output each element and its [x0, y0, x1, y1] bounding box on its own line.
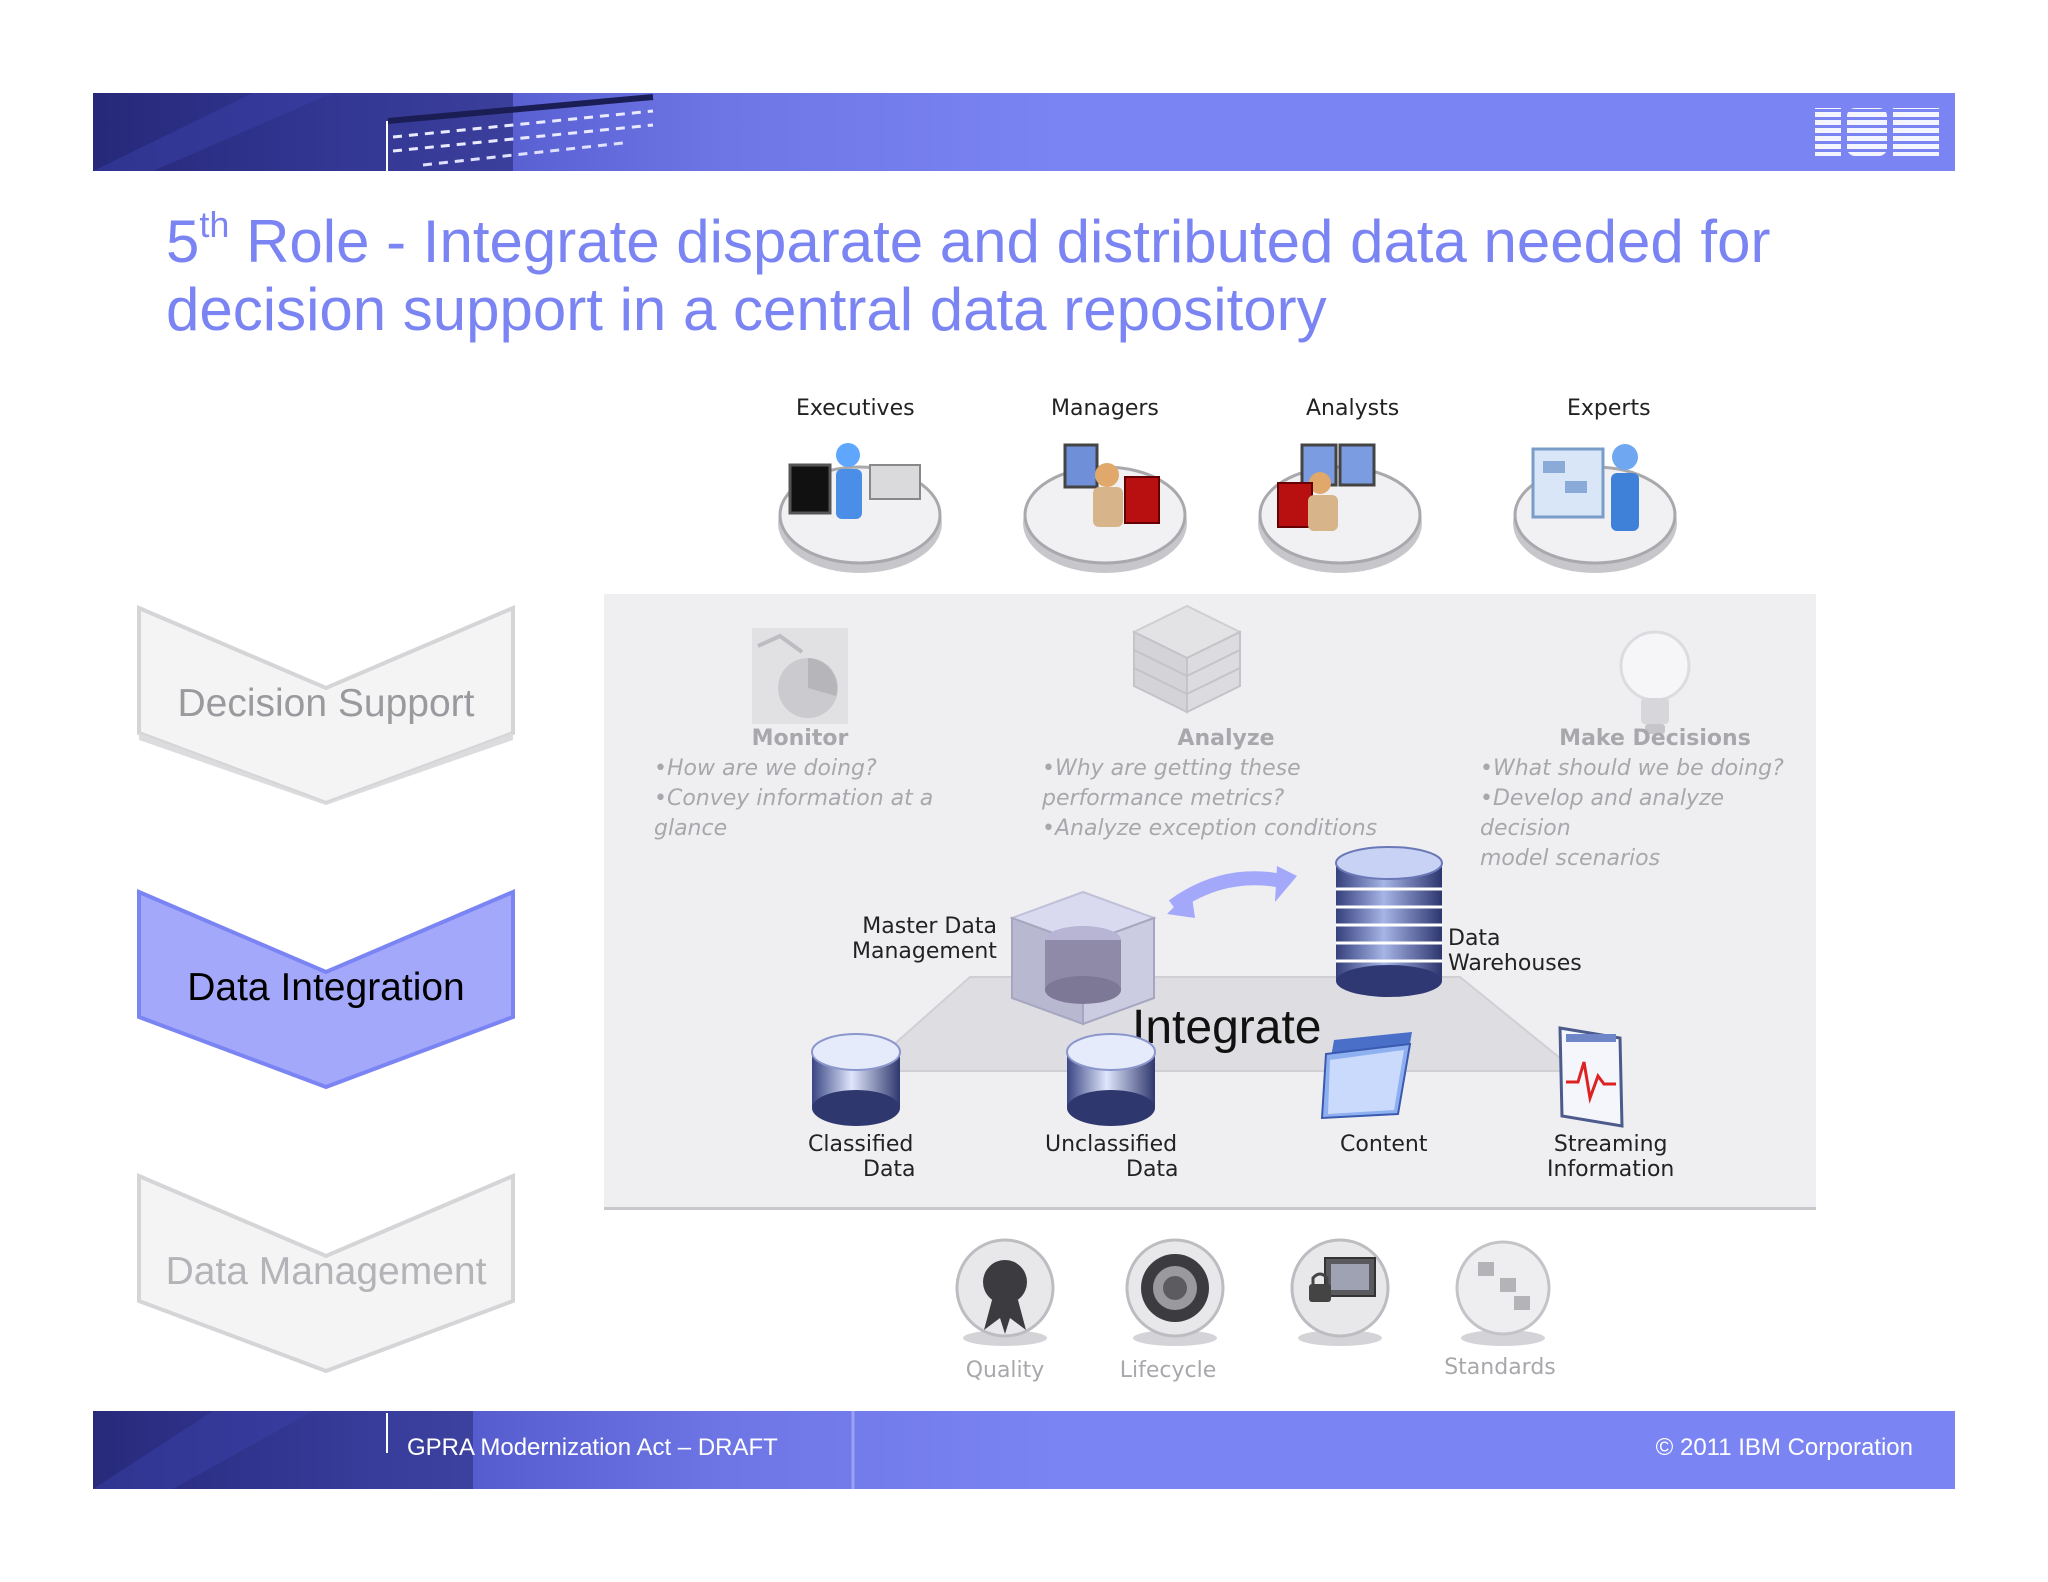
manager-workstation-icon: [1023, 443, 1187, 573]
label-data-warehouses: Data Warehouses: [1448, 926, 1582, 976]
chevron-data-management: [136, 1168, 516, 1374]
label-line: Streaming: [1553, 1132, 1668, 1157]
activity-analyze-title: Analyze: [1177, 726, 1275, 751]
label-line: Data: [1126, 1157, 1179, 1182]
label-content: Content: [1340, 1132, 1428, 1157]
label-quality: Quality: [965, 1358, 1045, 1383]
make-decisions-line: model scenarios: [1480, 846, 1661, 871]
page-title: 5th Role - Integrate disparate and distr…: [166, 207, 1906, 344]
label-analysts: Analysts: [1306, 396, 1400, 421]
activity-monitor-text: •How are we doing? •Convey information a…: [654, 754, 954, 844]
footer-copyright: © 2011 IBM Corporation: [1655, 1434, 1913, 1461]
monitor-line: •How are we doing?: [654, 756, 877, 781]
unclassified-data-icon: [1066, 1033, 1156, 1126]
quality-badge-icon: [955, 1238, 1055, 1346]
header-banner: [93, 93, 1955, 171]
make-decisions-line: •What should we be doing?: [1480, 756, 1784, 781]
analyst-workstation-icon: [1258, 443, 1422, 573]
classified-data-icon: [811, 1033, 901, 1126]
banner-decoration: [93, 93, 654, 171]
security-lock-icon: [1290, 1238, 1390, 1346]
label-managers: Managers: [1051, 396, 1159, 421]
ibm-logo: [1813, 104, 1941, 160]
label-lifecycle: Lifecycle: [1119, 1358, 1217, 1383]
label-executives: Executives: [796, 396, 915, 421]
lifecycle-icon: [1125, 1238, 1225, 1346]
analyze-cube-icon: [1132, 604, 1242, 714]
label-classified-data: Classified Data: [808, 1132, 916, 1182]
data-warehouse-icon: [1335, 846, 1443, 997]
title-ordinal-suffix: th: [199, 204, 230, 245]
label-line: Data: [1448, 926, 1501, 951]
label-streaming-information: Streaming Information: [1547, 1132, 1674, 1182]
label-line: Master Data: [862, 914, 997, 939]
standards-icon: [1455, 1240, 1551, 1346]
label-experts: Experts: [1567, 396, 1651, 421]
curved-arrow-icon: [1167, 866, 1297, 918]
activity-analyze-text: •Why are getting these performance metri…: [1042, 754, 1402, 844]
label-standards: Standards: [1444, 1355, 1556, 1380]
role-decision-support: Decision Support: [177, 682, 475, 725]
label-line: Unclassified: [1045, 1132, 1178, 1157]
activity-make-decisions-text: •What should we be doing? •Develop and a…: [1480, 754, 1810, 874]
analyze-line: performance metrics?: [1042, 786, 1285, 811]
analyze-line: •Analyze exception conditions: [1042, 816, 1378, 841]
make-decisions-line: •Develop and analyze decision: [1480, 786, 1725, 841]
footer-left-text: GPRA Modernization Act – DRAFT: [407, 1434, 778, 1461]
activity-monitor-title: Monitor: [751, 726, 849, 751]
integrate-label: Integrate: [1132, 1001, 1322, 1054]
monitor-line: •Convey information at a: [654, 786, 934, 811]
chevron-decision-support: [136, 600, 516, 806]
expert-presentation-icon: [1513, 444, 1677, 573]
footer-banner: GPRA Modernization Act – DRAFT © 2011 IB…: [93, 1411, 1955, 1489]
analyze-line: •Why are getting these: [1042, 756, 1301, 781]
executive-workstation-icon: [778, 443, 942, 573]
streaming-information-icon: [1558, 1026, 1624, 1128]
monitor-dashboard-icon: [752, 628, 848, 724]
lightbulb-icon: [1619, 630, 1691, 734]
label-line: Data: [863, 1157, 916, 1182]
content-folder-icon: [1320, 1032, 1412, 1120]
label-unclassified-data: Unclassified Data: [1045, 1132, 1179, 1182]
label-master-data: Master Data Management: [852, 914, 997, 964]
label-line: Classified: [808, 1132, 914, 1157]
label-line: Management: [852, 939, 997, 964]
activity-make-decisions-title: Make Decisions: [1559, 726, 1751, 751]
master-data-cube-icon: [1009, 890, 1157, 1026]
role-data-integration: Data Integration: [187, 966, 465, 1009]
label-line: Information: [1547, 1157, 1675, 1182]
chevron-data-integration: [136, 884, 516, 1090]
title-text: Role - Integrate disparate and distribut…: [166, 208, 1771, 343]
title-ordinal: 5: [166, 208, 200, 275]
label-line: Warehouses: [1448, 951, 1582, 976]
role-data-management: Data Management: [165, 1250, 487, 1293]
monitor-line: glance: [654, 816, 728, 841]
footer-decoration: [93, 1411, 855, 1489]
